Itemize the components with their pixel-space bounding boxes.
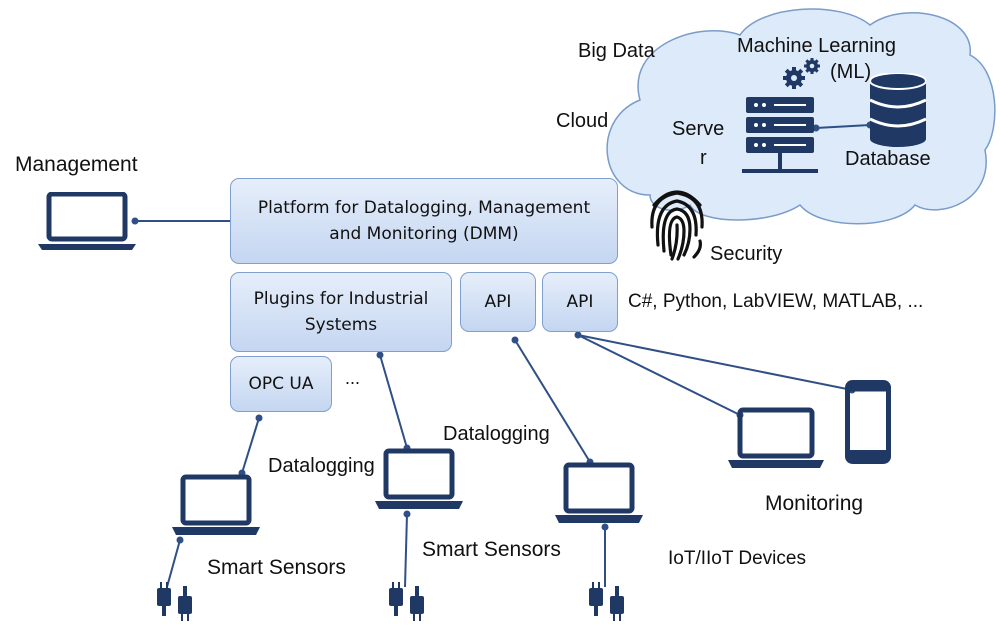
line-api2-laptop: [577, 334, 741, 416]
ellipsis-label: ...: [345, 368, 361, 388]
management-laptop-icon: [38, 192, 136, 250]
dmm-platform-line2: and Monitoring (DMM): [329, 224, 519, 244]
sensor-laptop-icon-1: [172, 474, 260, 535]
iot-devices-label: IoT/IIoT Devices: [668, 548, 806, 569]
datalogging-label-2: Datalogging: [443, 423, 550, 445]
monitoring-phone-icon: [845, 380, 891, 464]
api-box-1: API: [460, 272, 536, 332]
cloud-label: Cloud: [556, 110, 609, 132]
opcua-box: OPC UA: [230, 356, 332, 412]
smart-sensors-label-1: Smart Sensors: [207, 556, 346, 579]
line-laptop1-sensor: [166, 539, 181, 588]
plugins-box: Plugins for Industrial Systems: [230, 272, 452, 352]
languages-label: C#, Python, LabVIEW, MATLAB, ...: [628, 291, 924, 312]
fingerprint-icon: [650, 190, 704, 261]
plugins-line2: Systems: [304, 315, 378, 335]
line-laptop2-sensor: [404, 513, 408, 588]
monitoring-label: Monitoring: [765, 492, 864, 515]
connector-lines: [135, 124, 871, 588]
sensor-plug-icon-1: [157, 582, 192, 621]
sensor-plug-icon-3: [589, 582, 624, 621]
server-icon: [742, 97, 818, 173]
api-box-2: API: [542, 272, 618, 332]
sensor-laptop-icon-2: [375, 448, 463, 509]
datalogging-label-1: Datalogging: [268, 455, 375, 477]
dmm-platform-line1: Platform for Datalogging, Management: [257, 198, 591, 218]
smart-sensors-label-2: Smart Sensors: [422, 538, 561, 561]
monitoring-laptop-icon: [728, 407, 824, 468]
management-label: Management: [15, 153, 138, 176]
line-api2-phone: [577, 334, 853, 391]
plugins-line1: Plugins for Industrial: [253, 289, 429, 309]
iot-laptop-icon: [555, 462, 643, 523]
server-label-line2: r: [700, 147, 707, 169]
line-api1-laptop: [514, 339, 591, 463]
machine-learning-label: Machine Learning: [737, 35, 896, 57]
ml-abbrev-label: (ML): [830, 61, 872, 83]
database-icon: [870, 73, 926, 147]
big-data-label: Big Data: [578, 40, 655, 62]
line-server-database: [815, 124, 871, 129]
database-label: Database: [845, 148, 931, 170]
dmm-platform-box: Platform for Datalogging, Management and…: [230, 178, 618, 264]
security-label: Security: [710, 243, 783, 265]
server-label-line1: Serve: [672, 118, 725, 140]
gears-icon: [783, 58, 820, 89]
line-plugins-laptop: [379, 354, 408, 449]
sensor-plug-icon-2: [389, 582, 424, 621]
cloud-shape: [606, 8, 996, 225]
line-opcua-laptop: [241, 417, 260, 474]
